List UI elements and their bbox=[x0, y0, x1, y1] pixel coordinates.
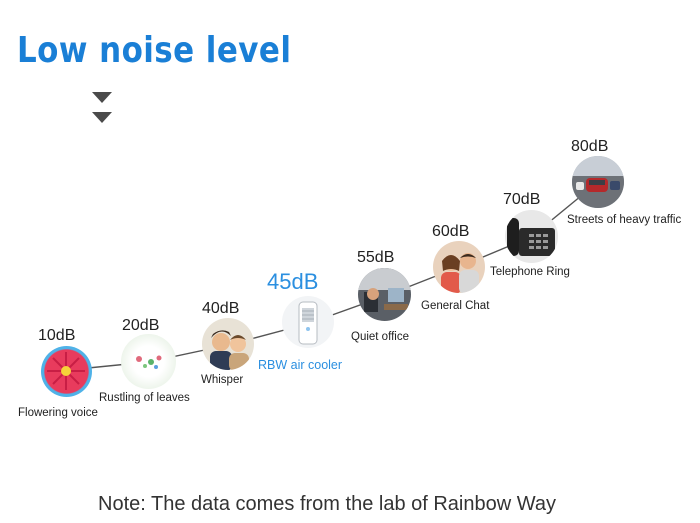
label-rustling-of-leaves: Rustling of leaves bbox=[99, 392, 190, 404]
db-value-40: 40dB bbox=[202, 300, 240, 317]
label-streets-of-heavy-traffic: Streets of heavy traffic bbox=[567, 214, 682, 226]
label-telephone-ring: Telephone Ring bbox=[490, 266, 570, 278]
telephone-icon bbox=[505, 210, 558, 263]
leaves-icon bbox=[121, 334, 176, 389]
office-icon bbox=[358, 268, 411, 321]
whisper-people-icon bbox=[202, 318, 254, 370]
db-value-20: 20dB bbox=[122, 317, 160, 334]
traffic-street-icon bbox=[572, 156, 624, 208]
chevron-down-icon bbox=[92, 112, 112, 123]
label-quiet-office: Quiet office bbox=[351, 331, 409, 343]
db-value-10: 10dB bbox=[38, 327, 76, 344]
db-value-55: 55dB bbox=[357, 249, 395, 266]
label-flowering-voice: Flowering voice bbox=[18, 407, 98, 419]
air-cooler-icon bbox=[282, 296, 334, 348]
flower-icon bbox=[41, 346, 92, 397]
db-value-60: 60dB bbox=[432, 223, 470, 240]
chevron-down-icon bbox=[92, 92, 112, 103]
label-rbw-air-cooler: RBW air cooler bbox=[258, 358, 343, 372]
footnote: Note: The data comes from the lab of Rai… bbox=[98, 493, 556, 515]
label-general-chat: General Chat bbox=[421, 300, 490, 312]
label-whisper: Whisper bbox=[201, 374, 244, 386]
db-value-45: 45dB bbox=[267, 269, 319, 294]
db-value-70: 70dB bbox=[503, 191, 541, 208]
chat-people-icon bbox=[433, 241, 485, 293]
db-value-80: 80dB bbox=[571, 138, 609, 155]
page-title: Low noise level bbox=[17, 30, 292, 71]
